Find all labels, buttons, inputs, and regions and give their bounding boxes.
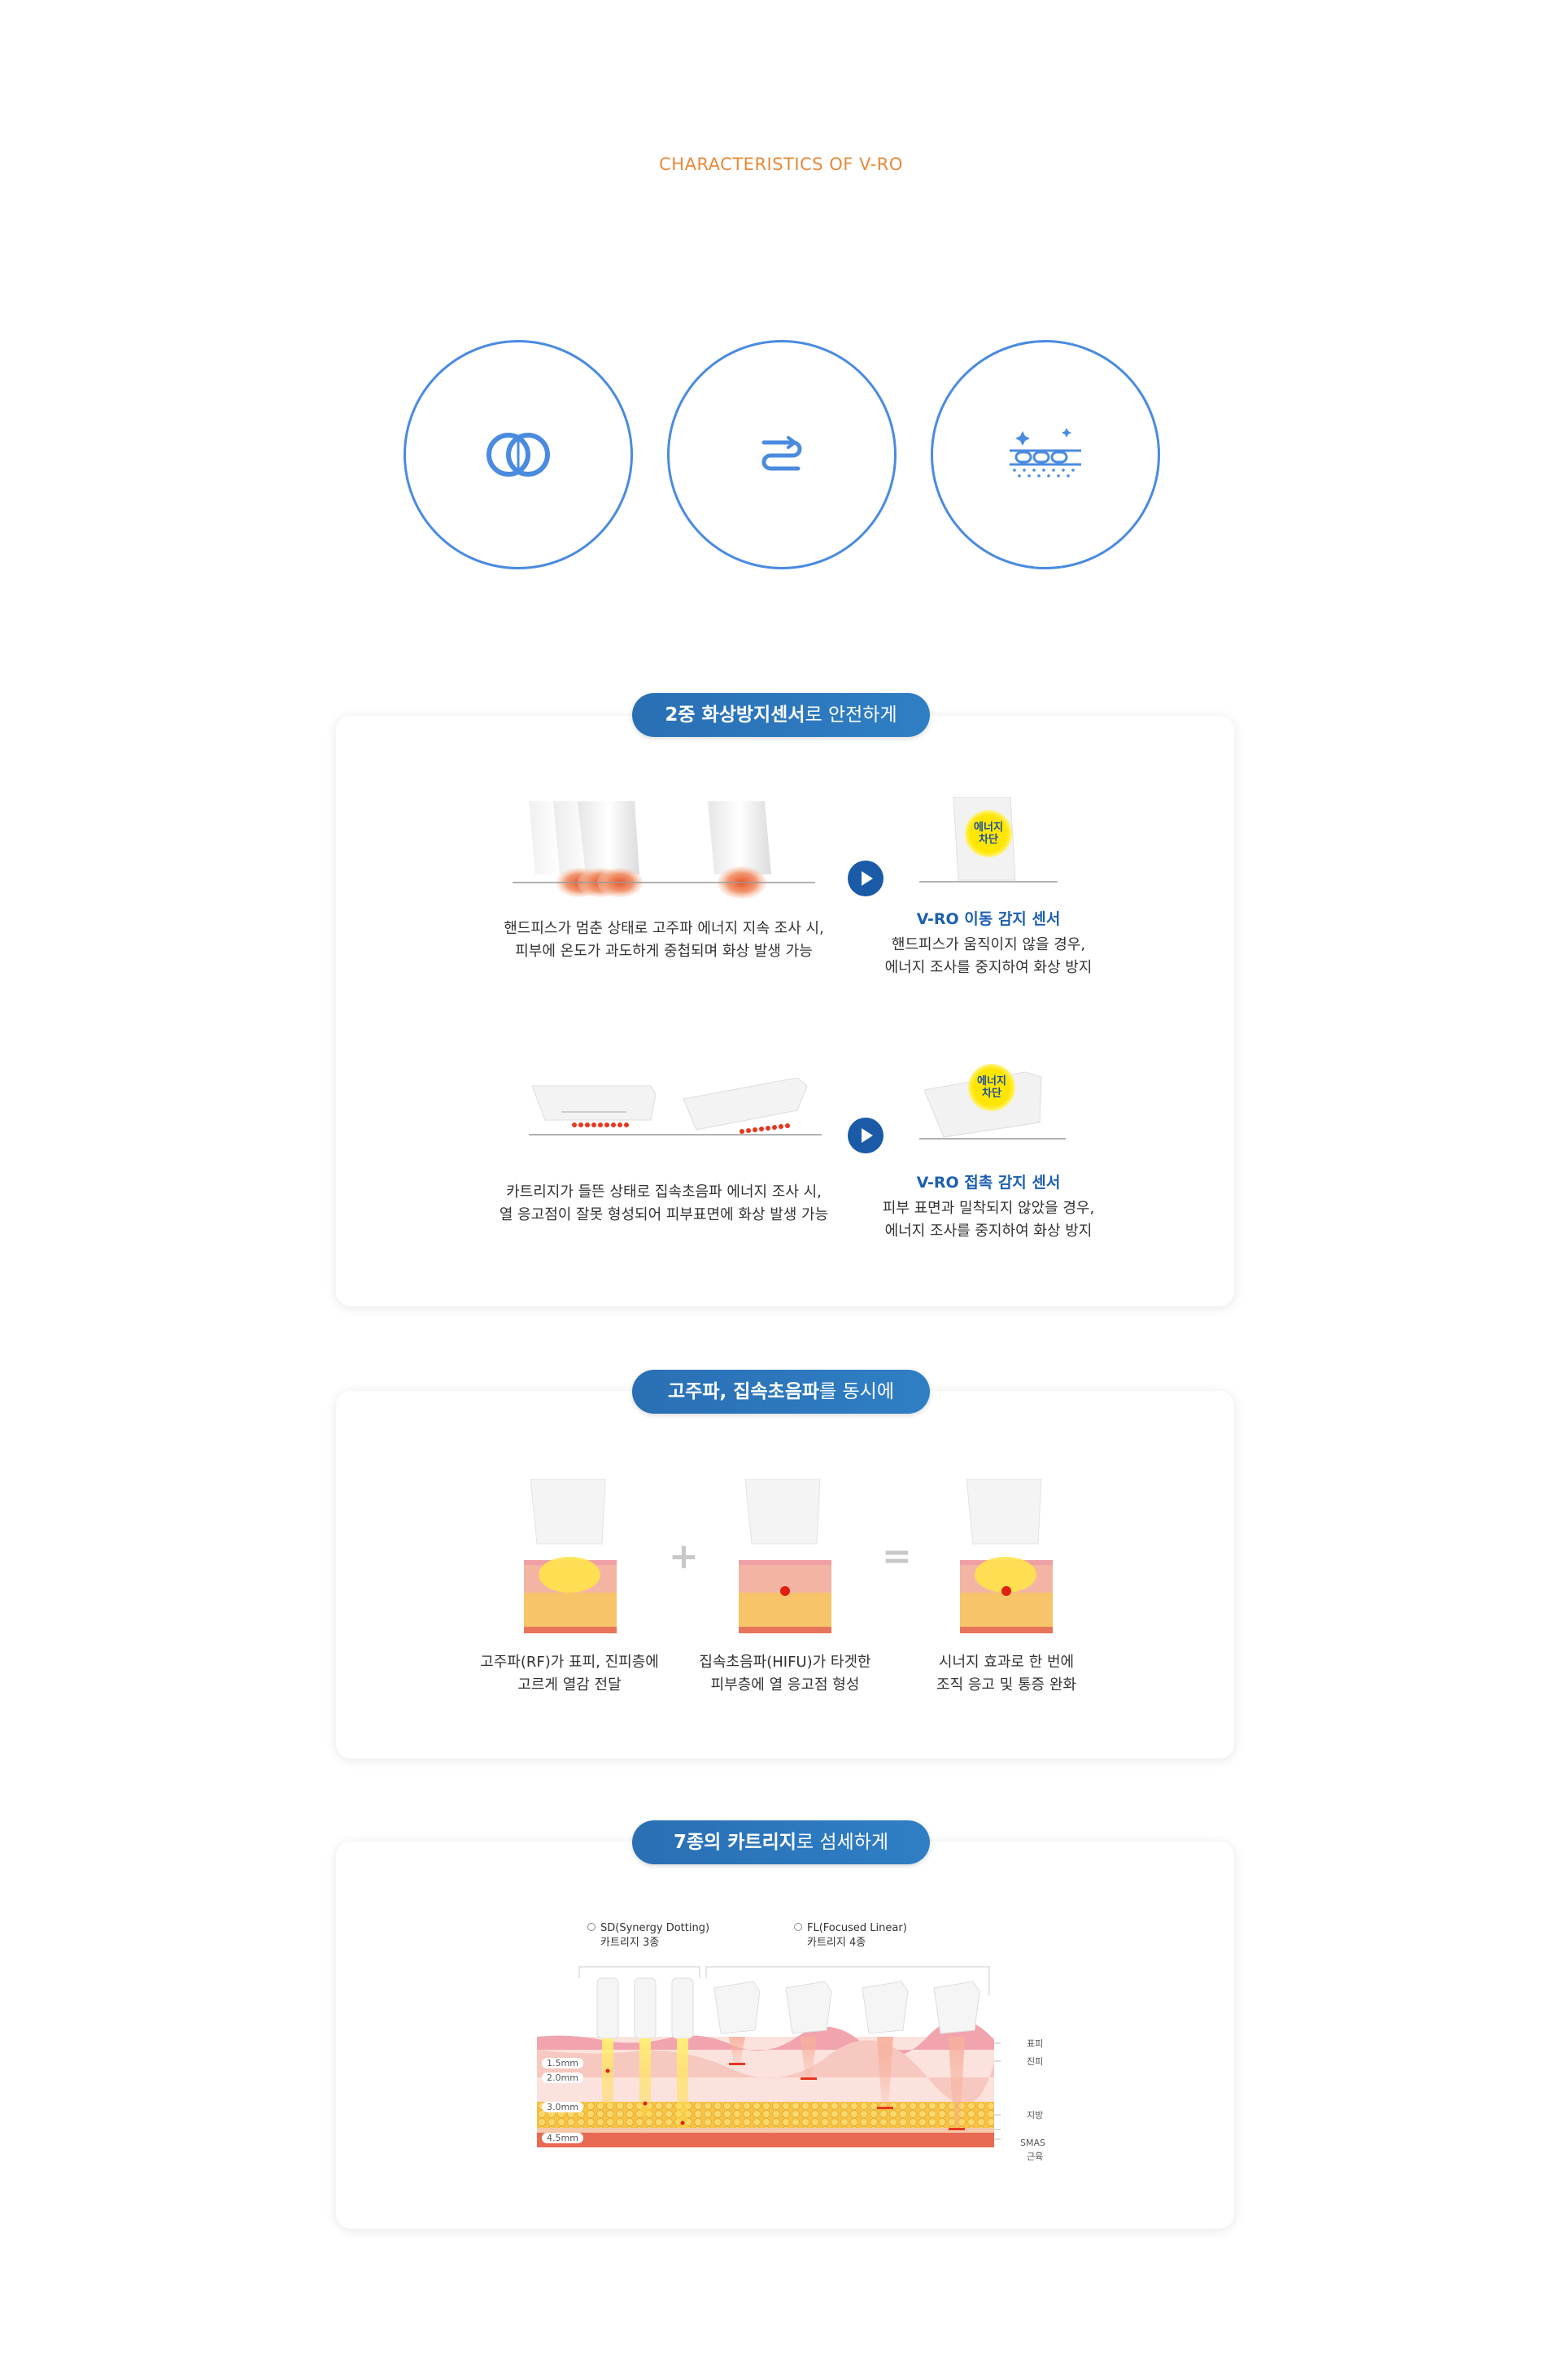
section3-pill-bold: 7종의 카트리지 — [673, 1832, 796, 1853]
fl-legend-line1: FL(Focused Linear) — [807, 1922, 907, 1934]
layer-label-smas: SMAS — [1020, 2138, 1045, 2148]
cartridge-depth-illustration — [537, 1966, 1001, 2147]
row1-right-caption: 핸드피스가 움직이지 않을 경우, 에너지 조사를 중지하여 화상 방지 — [862, 934, 1115, 979]
fl-bullet-icon — [794, 1923, 802, 1931]
section3-pill: 7종의 카트리지로 섬세하게 — [632, 1820, 930, 1864]
energy-cut-label-1: 에너지 차단 — [974, 822, 1003, 846]
row1-left-caption: 핸드피스가 멈춘 상태로 고주파 에너지 지속 조사 시, 피부에 온도가 과도… — [485, 918, 843, 963]
rf-caption-line2: 고르게 열감 전달 — [517, 1676, 622, 1693]
depth-label-3: 3.0mm — [542, 2102, 583, 2112]
row1-left-line2: 피부에 온도가 과도하게 중첩되며 화상 발생 가능 — [515, 943, 813, 960]
handpiece-overlap-illustration — [513, 801, 815, 899]
layer-label-dermis: 진피 — [1027, 2056, 1044, 2067]
row1-right-title: V-RO 이동 감지 센서 — [916, 910, 1061, 928]
sd-bullet-icon — [587, 1923, 596, 1931]
section1-pill-rest: 로 안전하게 — [805, 704, 897, 726]
layer-label-epidermis: 표피 — [1027, 2038, 1044, 2049]
depth-label-2: 2.0mm — [542, 2073, 583, 2083]
row1-right-line2: 에너지 조사를 중지하여 화상 방지 — [884, 959, 1093, 976]
hifu-caption-line2: 피부층에 열 응고점 형성 — [710, 1676, 860, 1693]
sd-legend-line1: SD(Synergy Dotting) — [600, 1922, 710, 1934]
plus-symbol: + — [669, 1536, 699, 1577]
section2-pill: 고주파, 집속초음파를 동시에 — [632, 1370, 930, 1414]
synergy-skin-illustration — [960, 1479, 1053, 1633]
rf-caption-line1: 고주파(RF)가 표피, 진피층에 — [480, 1654, 659, 1671]
depth-label-4: 4.5mm — [542, 2133, 583, 2143]
play-arrow-icon — [848, 1118, 884, 1153]
overlap-rings-icon — [486, 433, 550, 477]
row1-left-line1: 핸드피스가 멈춘 상태로 고주파 에너지 지속 조사 시, — [504, 920, 824, 937]
row2-right-title: V-RO 접촉 감지 센서 — [916, 1174, 1061, 1192]
fl-legend-line2: 카트리지 4종 — [807, 1937, 866, 1949]
cartridge-card — [336, 1842, 1234, 2229]
section1-pill-bold: 2중 화상방지센서 — [665, 704, 805, 726]
flow-arrows-icon — [761, 436, 802, 471]
rf-caption: 고주파(RF)가 표피, 진피층에 고르게 열감 전달 — [456, 1651, 683, 1697]
row2-left-line2: 열 응고점이 잘못 형성되어 피부표면에 화상 발생 가능 — [499, 1206, 829, 1223]
section1-pill: 2중 화상방지센서로 안전하게 — [632, 693, 930, 737]
skin-layer-icon — [1010, 428, 1081, 477]
energy-cut-badge-1 — [965, 810, 1012, 857]
feature-circle-2 — [667, 340, 897, 569]
energy-cut-label-2: 에너지 차단 — [977, 1075, 1006, 1100]
feature-circle-1 — [404, 340, 633, 569]
row1-right-line1: 핸드피스가 움직이지 않을 경우, — [891, 936, 1086, 953]
hifu-caption: 집속초음파(HIFU)가 타겟한 피부층에 열 응고점 형성 — [671, 1651, 899, 1697]
cartridge-tilt-illustration — [529, 1078, 822, 1136]
row2-left-caption: 카트리지가 들뜬 상태로 집속초음파 에너지 조사 시, 열 응고점이 잘못 형… — [485, 1181, 843, 1227]
row2-right-line2: 에너지 조사를 중지하여 화상 방지 — [884, 1223, 1093, 1240]
row2-right-line1: 피부 표면과 밀착되지 않았을 경우, — [882, 1200, 1095, 1217]
layer-label-fat: 지방 — [1027, 2110, 1044, 2121]
synergy-caption: 시너지 효과로 한 번에 조직 응고 및 통증 완화 — [892, 1651, 1120, 1697]
row2-left-line1: 카트리지가 들뜬 상태로 집속초음파 에너지 조사 시, — [506, 1183, 822, 1201]
section2-pill-rest: 를 동시에 — [819, 1381, 894, 1402]
energy-cut-badge-2 — [968, 1064, 1015, 1111]
hifu-skin-illustration — [739, 1479, 831, 1633]
feature-circle-3 — [931, 340, 1160, 569]
section3-pill-rest: 로 섬세하게 — [796, 1832, 889, 1853]
play-arrow-icon — [848, 861, 884, 896]
depth-label-1: 1.5mm — [542, 2058, 583, 2068]
sd-legend-line2: 카트리지 3종 — [600, 1937, 660, 1949]
synergy-caption-line1: 시너지 효과로 한 번에 — [938, 1654, 1075, 1671]
synergy-caption-line2: 조직 응고 및 통증 완화 — [936, 1676, 1076, 1693]
fl-legend: FL(Focused Linear) 카트리지 4종 — [794, 1921, 907, 1951]
page-heading: CHARACTERISTICS OF V-RO — [659, 155, 903, 174]
burn-prevention-card — [336, 716, 1234, 1306]
section2-pill-bold: 고주파, 집속초음파 — [668, 1381, 820, 1402]
hifu-caption-line1: 집속초음파(HIFU)가 타겟한 — [699, 1654, 871, 1671]
layer-label-muscle: 근육 — [1027, 2151, 1044, 2162]
row2-right-caption: 피부 표면과 밀착되지 않았을 경우, 에너지 조사를 중지하여 화상 방지 — [862, 1197, 1115, 1243]
sd-legend: SD(Synergy Dotting) 카트리지 3종 — [587, 1921, 709, 1951]
equals-symbol: = — [882, 1536, 912, 1577]
rf-skin-illustration — [524, 1479, 617, 1633]
